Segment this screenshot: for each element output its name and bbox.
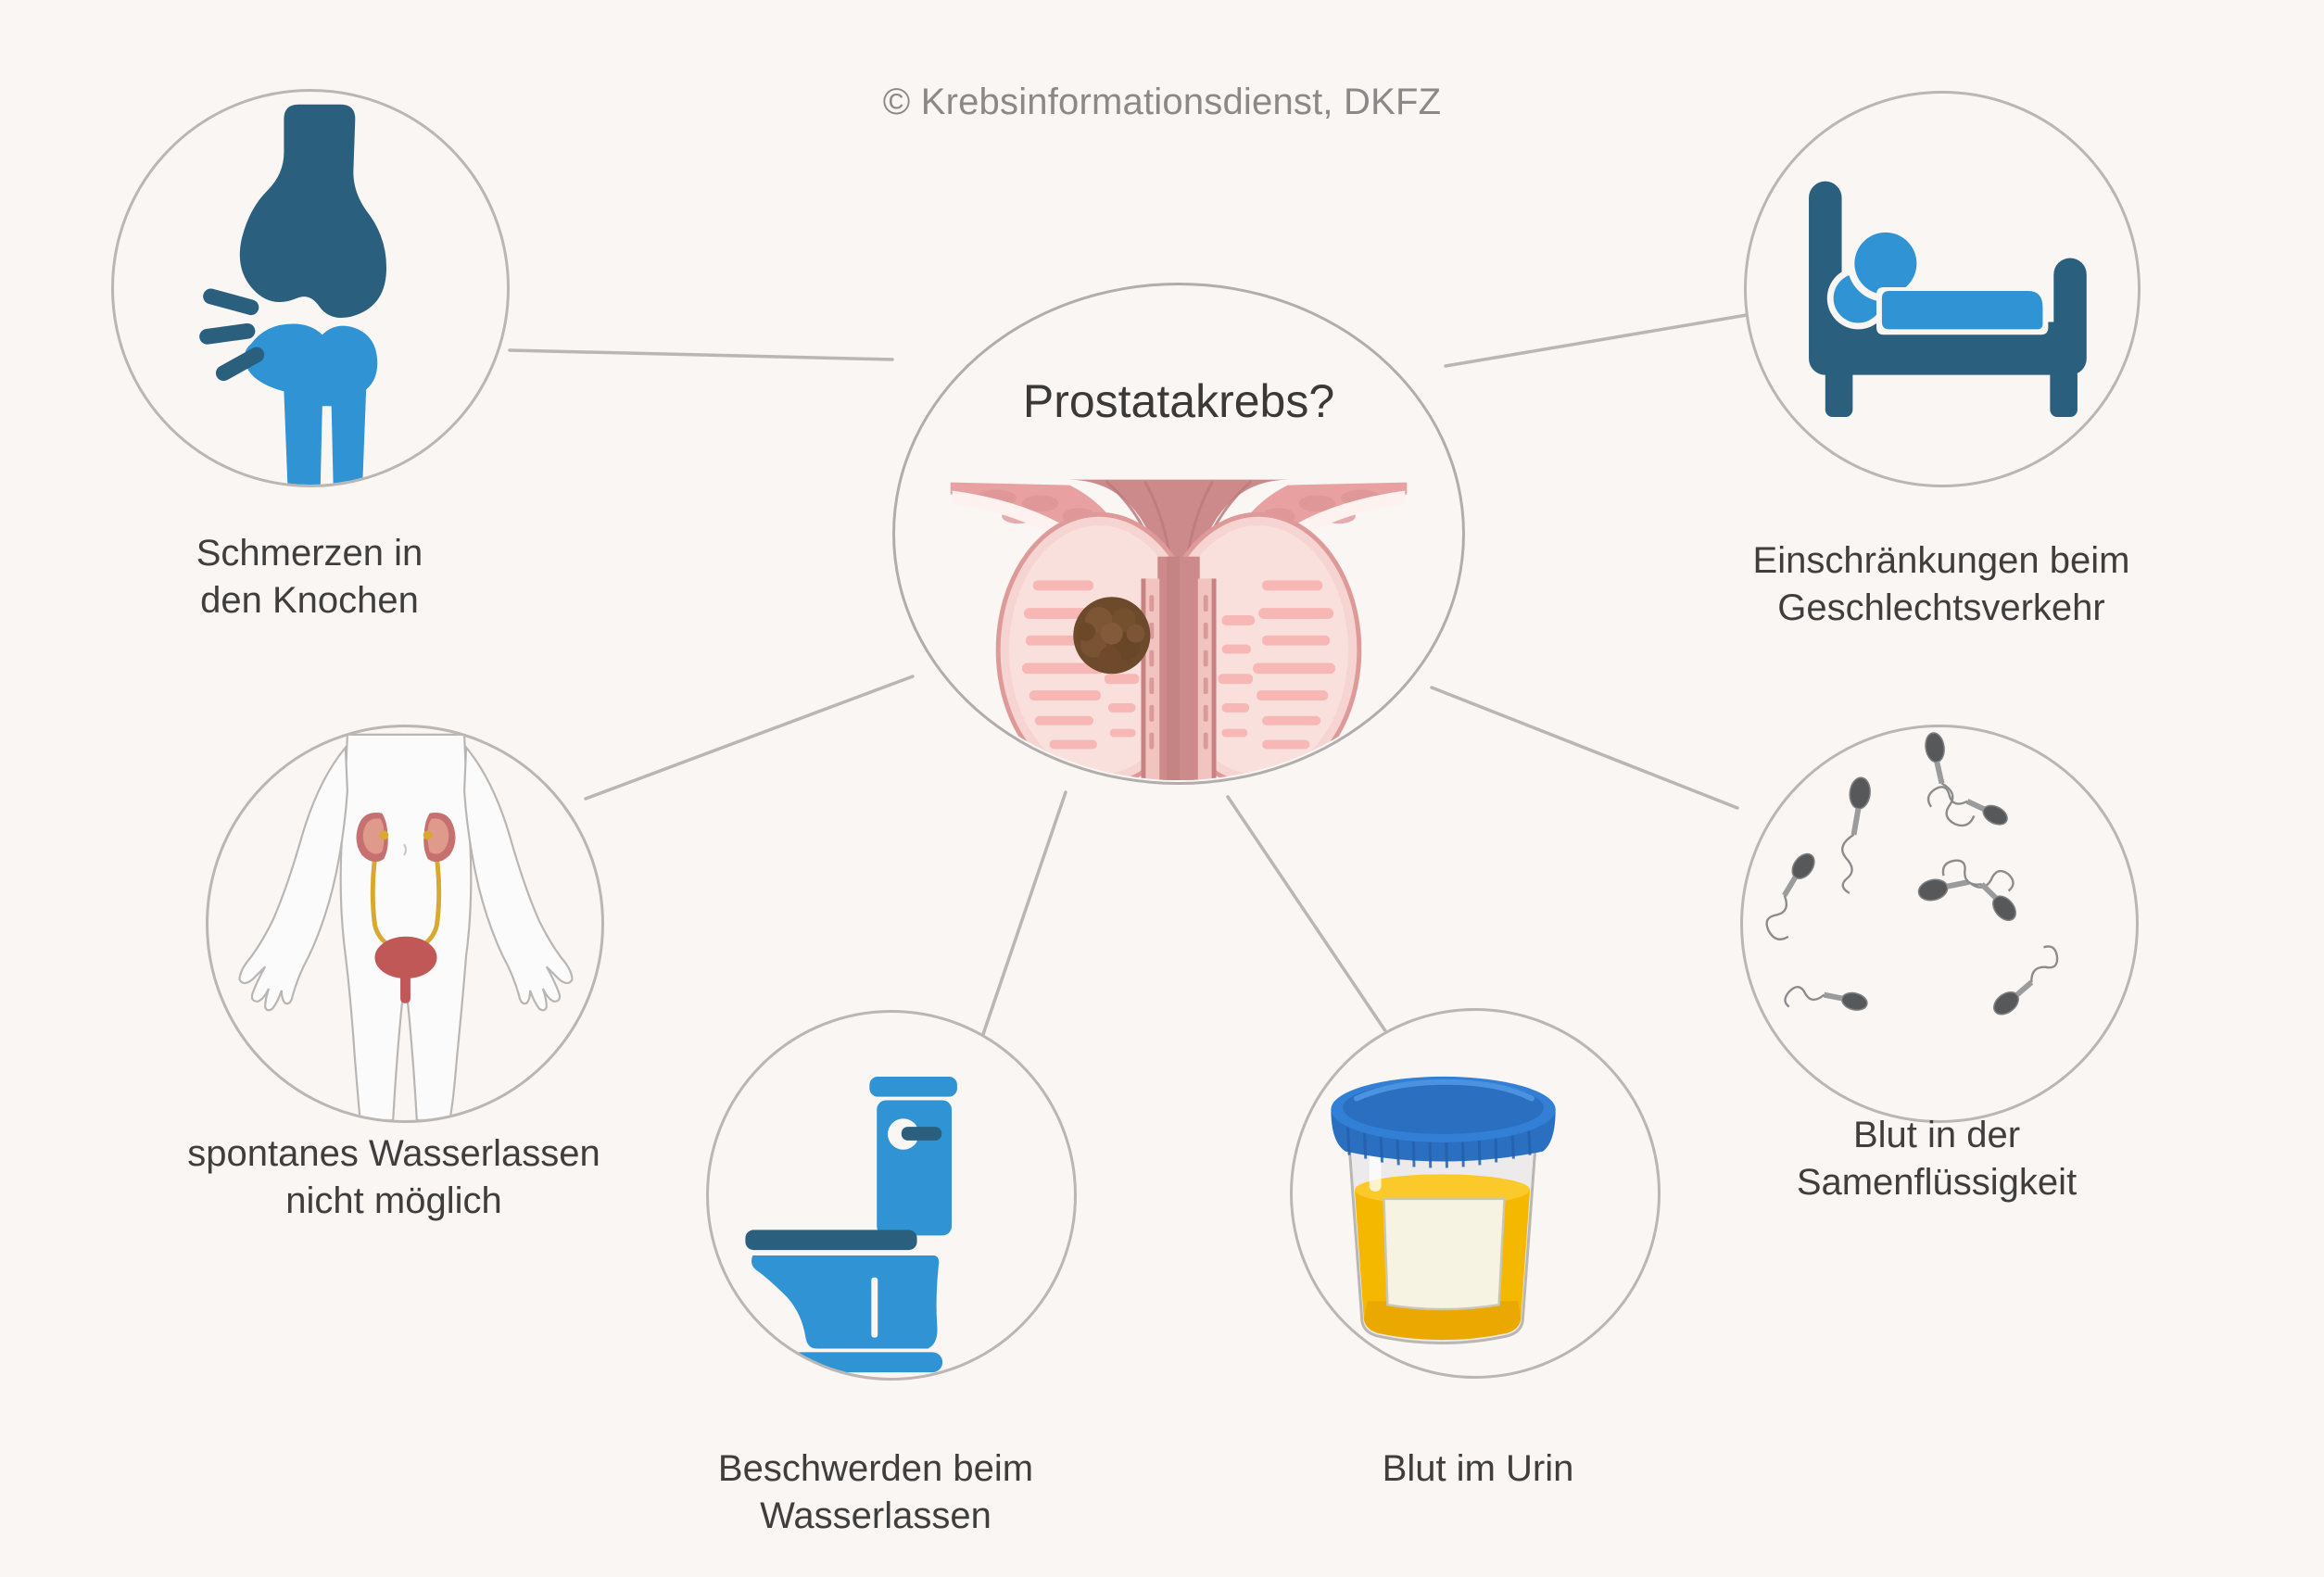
bubble-sexual-restriction[interactable]	[1744, 91, 2141, 487]
sperm-cells-icon	[1765, 732, 2059, 1016]
tumor-nodule	[1073, 597, 1151, 675]
caption-blood-in-urine: Blut im Urin	[1382, 1448, 1574, 1489]
knee-joint-pain-icon	[199, 104, 386, 485]
bubble-blood-in-semen[interactable]	[1740, 725, 2139, 1123]
connector-to-blood-in-urine	[1226, 795, 1392, 1040]
prostate-cross-section-with-tumor-icon	[950, 479, 1408, 781]
couple-in-bed-icon	[1809, 181, 2087, 418]
caption-sexual-restriction: Einschränkungen beim Geschlechtsverkehr	[1752, 540, 2130, 629]
connector-to-urination-problems	[979, 790, 1067, 1044]
bubble-bone-pain[interactable]	[111, 89, 510, 487]
toilet-icon	[745, 1076, 957, 1373]
connector-to-sexual-restriction	[1444, 313, 1749, 368]
urinary-system-body-icon	[238, 733, 574, 1120]
caption-urination-problems: Beschwerden beim Wasserlassen	[717, 1448, 1034, 1537]
caption-bone-pain: Schmerzen in den Knochen	[196, 533, 423, 622]
urine-sample-cup-icon	[1331, 1076, 1556, 1344]
caption-blood-in-semen: Blut in der Samenflüssigkeit	[1796, 1115, 2078, 1204]
caption-urinary-retention: spontanes Wasserlassen nicht möglich	[187, 1133, 600, 1222]
connector-to-bone-pain	[508, 348, 894, 361]
page-title: Prostatakrebs?	[1022, 375, 1335, 427]
center-bubble[interactable]: Prostatakrebs?	[892, 283, 1465, 785]
connector-to-urinary-retention	[584, 675, 915, 801]
bubble-blood-in-urine[interactable]	[1290, 1008, 1661, 1379]
bubble-urinary-retention[interactable]	[206, 725, 604, 1123]
connector-to-blood-in-semen	[1430, 686, 1739, 810]
bubble-urination-problems[interactable]	[706, 1010, 1077, 1381]
copyright-credit: © Krebsinformationsdienst, DKFZ	[882, 82, 1442, 122]
